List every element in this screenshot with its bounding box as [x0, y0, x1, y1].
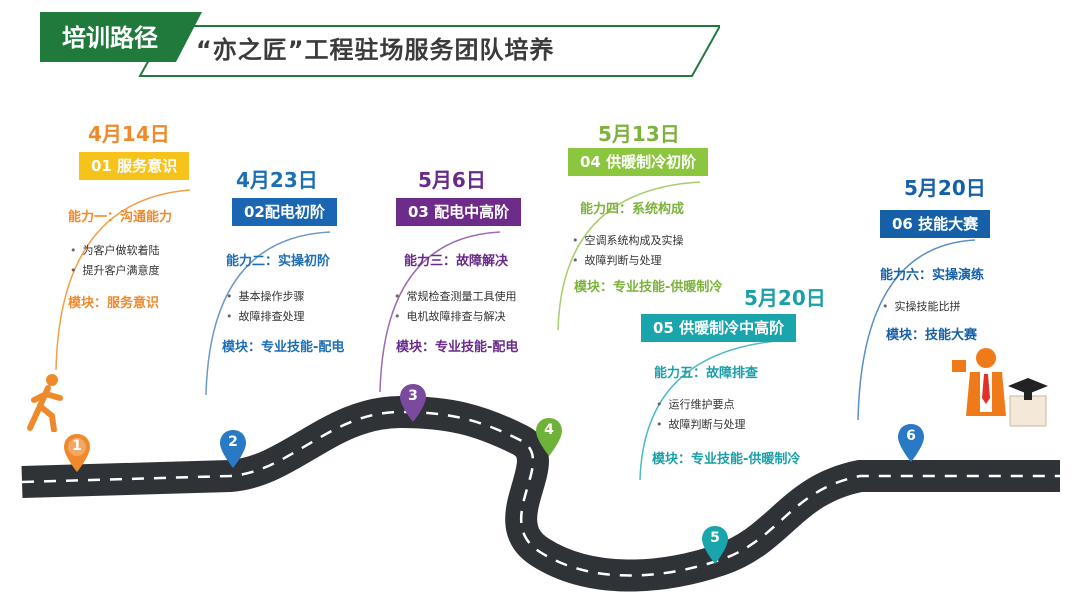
pin-number: 5	[710, 530, 720, 546]
map-pin-icon	[898, 424, 924, 462]
map-pin-icon	[220, 430, 246, 468]
stage-badge: 06 技能大赛	[880, 210, 991, 238]
stage-bullet: 空调系统构成及实操	[572, 232, 684, 248]
stage-bullet: 电机故障排查与解决	[394, 308, 506, 324]
stage-date: 4月14日	[88, 122, 170, 146]
pin-number: 3	[408, 388, 418, 404]
stage-bullet: 故障排查处理	[226, 308, 305, 324]
stage-badge: 05 供暖制冷中高阶	[641, 314, 797, 342]
stage-ability: 能力六：实操演练	[880, 268, 985, 283]
stage-bullet: 为客户做软着陆	[70, 242, 160, 258]
stage-bullet: 常规检查测量工具使用	[394, 288, 517, 304]
stage-bullet: 基本操作步骤	[226, 288, 305, 304]
stage-ability: 能力三：故障解决	[404, 254, 509, 269]
stage-module: 模块：专业技能-配电	[396, 340, 519, 355]
stage-module: 模块：专业技能-供暖制冷	[574, 280, 723, 295]
stage-ability: 能力一：沟通能力	[68, 210, 173, 225]
stage-date: 5月6日	[418, 168, 486, 192]
page-title: “亦之匠”工程驻场服务团队培养	[196, 36, 555, 64]
stage-bullet: 故障判断与处理	[656, 416, 746, 432]
stage-date: 5月13日	[598, 122, 680, 146]
stage-module: 模块：专业技能-供暖制冷	[652, 452, 801, 467]
header-tag: 培训路径	[62, 24, 158, 52]
stage-badge: 04 供暖制冷初阶	[568, 148, 709, 176]
map-pin-icon	[64, 434, 90, 472]
stage-date: 5月20日	[744, 286, 826, 310]
stage-ability: 能力二：实操初阶	[226, 254, 331, 269]
pin-number: 6	[906, 428, 916, 444]
stage-module: 模块：专业技能-配电	[222, 340, 345, 355]
map-pin-icon	[702, 526, 728, 564]
pin-number: 4	[544, 422, 554, 438]
stage-date: 5月20日	[904, 176, 986, 200]
pin-number: 1	[72, 438, 82, 454]
map-pin-icon	[536, 418, 562, 456]
stage-badge: 03 配电中高阶	[396, 198, 522, 226]
stage-bullet: 提升客户满意度	[70, 262, 160, 278]
stage-bullet: 实操技能比拼	[882, 298, 961, 314]
stage-module: 模块：服务意识	[68, 296, 160, 311]
stage-bullet: 运行维护要点	[656, 396, 735, 412]
header-banner	[40, 12, 720, 77]
map-pin-icon	[400, 384, 426, 422]
stage-module: 模块：技能大赛	[886, 328, 978, 343]
pin-number: 2	[228, 434, 238, 450]
running-person-icon	[27, 374, 63, 432]
stage-ability: 能力四：系统构成	[580, 202, 685, 217]
stage-badge: 01 服务意识	[79, 152, 190, 180]
stage-ability: 能力五：故障排查	[654, 366, 759, 381]
graduate-businessman-icon	[952, 348, 1048, 427]
stage-date: 4月23日	[236, 168, 318, 192]
stage-bullet: 故障判断与处理	[572, 252, 662, 268]
stage-badge: 02配电初阶	[232, 198, 337, 226]
